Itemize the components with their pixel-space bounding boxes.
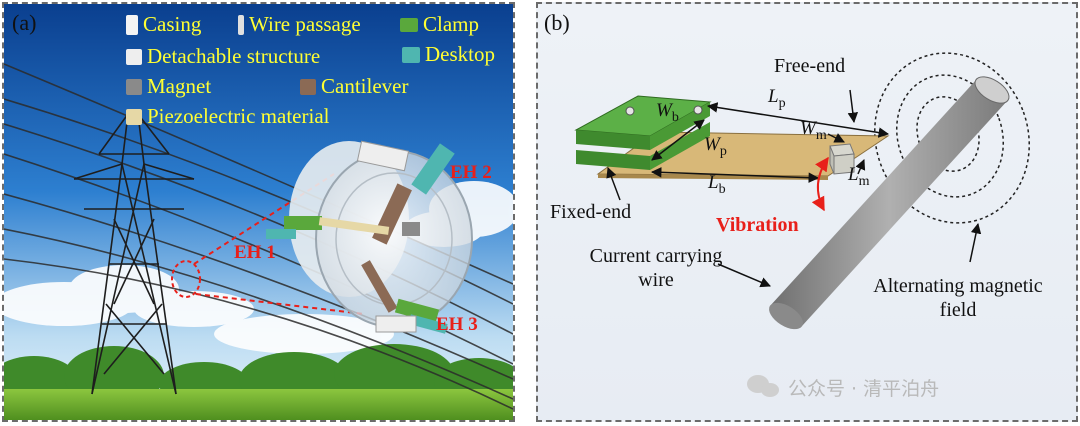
dim-lb: Lb: [708, 172, 726, 197]
dim-lp: Lp: [768, 86, 786, 111]
wechat-icon: [747, 375, 779, 397]
legend-desktop: Desktop: [402, 42, 495, 67]
wire-passage-swatch-icon: [238, 14, 244, 35]
magnet-swatch-icon: [126, 78, 142, 95]
current-carrying-wire-label: Current carrying wire: [589, 245, 723, 291]
panel-a-illustration: [4, 4, 513, 420]
legend-magnet: Magnet: [126, 74, 211, 99]
legend-piezoelectric-material: Piezoelectric material: [126, 104, 329, 129]
eh1-label: EH 1: [234, 242, 276, 263]
dim-wm: Wm: [800, 118, 827, 143]
watermark-text: 公众号 · 清平泊舟: [788, 378, 940, 400]
alternating-magnetic-field-label: Alternating magnetic field: [873, 275, 1043, 321]
piezo-swatch-icon: [126, 108, 142, 125]
legend-casing: Casing: [126, 12, 201, 37]
clamp-swatch-icon: [400, 17, 418, 32]
legend-wire-passage: Wire passage: [238, 12, 361, 37]
legend-cantilever: Cantilever: [300, 74, 408, 99]
eh3-label: EH 3: [436, 314, 478, 335]
fixed-end-label: Fixed-end: [550, 201, 632, 223]
legend-detachable-structure: Detachable structure: [126, 44, 320, 69]
panel-a-tag: (a): [12, 10, 37, 35]
panel-b-tag: (b): [544, 10, 570, 35]
cantilever-swatch-icon: [300, 78, 316, 95]
panel-b-illustration: [574, 52, 1030, 397]
detachable-swatch-icon: [126, 48, 142, 65]
energy-harvester-device: [266, 140, 473, 334]
vibration-label: Vibration: [716, 214, 799, 236]
free-end-label: Free-end: [774, 55, 846, 77]
dim-wp: Wp: [704, 134, 727, 159]
dim-lm: Lm: [848, 164, 870, 189]
eh2-label: EH 2: [450, 162, 492, 183]
panel-a: (a) Casing Wire passage Clamp Detachable…: [2, 2, 515, 422]
dim-wb: Wb: [656, 100, 679, 125]
casing-swatch-icon: [126, 14, 138, 35]
desktop-swatch-icon: [402, 46, 420, 63]
panel-b: (b) Free-end Fixed-end Vibration Current…: [536, 2, 1078, 422]
legend-clamp: Clamp: [400, 12, 479, 37]
